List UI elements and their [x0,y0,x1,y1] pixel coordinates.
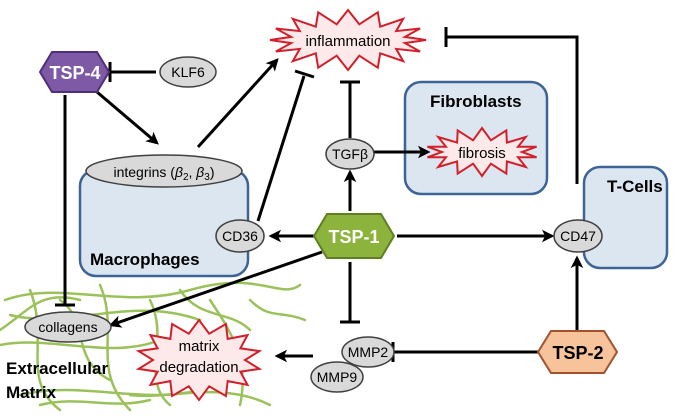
tsp1-to-collagens-arrow [108,250,323,328]
cd36-label: CD36 [222,228,258,244]
fibroblasts-label: Fibroblasts [430,92,522,111]
klf6-node [159,56,217,88]
mmp2-label: MMP2 [348,344,389,360]
tcells-label: T-Cells [607,177,663,196]
inflammation-burst [269,8,427,72]
mmp9-node [310,361,364,393]
matrix-degradation-label-line1: matrix [179,338,220,355]
collagens-node [24,311,112,343]
mmp2-node [341,336,395,368]
tgfb-label: TGFβ [332,146,368,162]
tsp2-label: TSP-2 [552,343,603,363]
ecm-fiber [0,296,82,332]
matrix-degradation-burst [135,318,263,402]
matrix-degradation-label-line2: degradation [159,359,238,376]
ecm-fiber [98,283,132,412]
cd47-receptor [553,219,603,253]
tsp2-hexagon [536,330,619,374]
cd36-inhibits-inflammation-bar [294,69,315,79]
ecm-fiber [28,288,62,412]
klf6-label: KLF6 [171,64,205,80]
inflammation-label: inflammation [305,33,390,50]
ecm-label-line1: Extracellular [6,359,108,378]
cd36-inhibits-inflammation-line [256,75,306,222]
ecm-fiber [3,281,302,302]
cd36-receptor [215,219,265,253]
collagens-label: collagens [38,319,97,335]
tsp4-to-integrins-arrow [96,90,159,145]
ecm-fiber [38,398,152,407]
integrins-to-inflammation-arrow [196,58,279,149]
ecm-fiber [0,338,162,350]
fibrosis-burst [427,126,537,178]
tsp4-label: TSP-4 [49,63,100,83]
tsp1-hexagon [312,213,396,259]
integrins-label: integrins (β2, β3) [113,164,214,183]
fibrosis-label: fibrosis [458,145,506,162]
tcells-inhibits-inflammation-line [446,35,579,184]
tgfb-node [325,138,375,170]
ecm-fiber [248,298,307,322]
mmp9-label: MMP9 [317,369,358,385]
tsp4-hexagon [38,51,111,93]
integrins-receptor [85,154,243,188]
tsp1-label: TSP-1 [328,227,379,247]
cd47-label: CD47 [560,228,596,244]
ecm-label-line2: Matrix [6,383,57,402]
macrophages-label: Macrophages [90,250,200,269]
tcells-cell [582,165,669,270]
